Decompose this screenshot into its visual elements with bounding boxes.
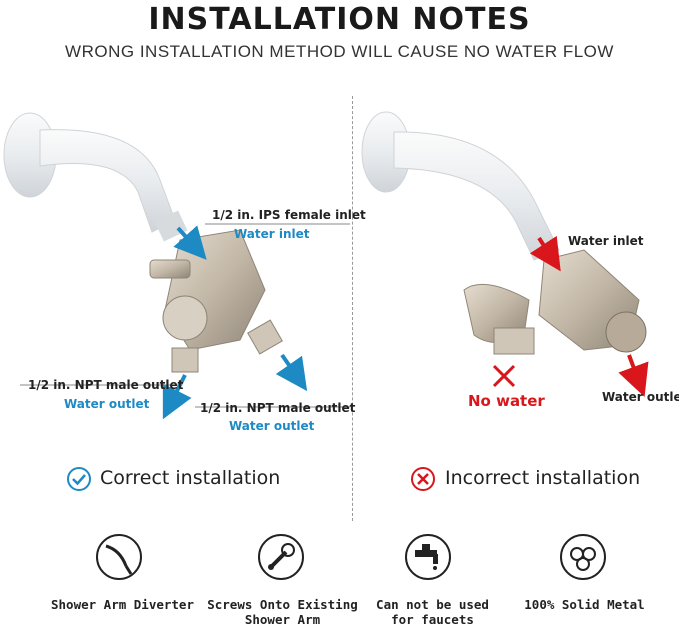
feature-label-diverter: Shower Arm Diverter — [51, 597, 194, 612]
page-subtitle: WRONG INSTALLATION METHOD WILL CAUSE NO … — [65, 42, 614, 61]
page-title: INSTALLATION NOTES — [148, 2, 531, 37]
faucet-icon — [405, 534, 451, 580]
incorrect-outlet-label: Water outlet — [602, 390, 679, 404]
wrench-icon — [258, 534, 304, 580]
incorrect-installation-illustration — [361, 111, 649, 398]
feature-label-screws: Screws Onto Existing Shower Arm — [207, 597, 358, 627]
x-circle-icon — [411, 467, 435, 491]
incorrect-inlet-label: Water inlet — [568, 234, 644, 248]
feature-label-faucets: Can not be used for faucets — [376, 597, 489, 627]
inlet-spec-label: 1/2 in. IPS female inlet — [212, 208, 366, 222]
left-outlet-water-label: Water outlet — [64, 397, 150, 411]
right-outlet-water-label: Water outlet — [229, 419, 315, 433]
inlet-water-label: Water inlet — [234, 227, 310, 241]
correct-status-text: Correct installation — [100, 467, 281, 489]
metal-bars-icon — [560, 534, 606, 580]
left-outlet-spec-label: 1/2 in. NPT male outlet — [28, 378, 184, 392]
no-water-label: No water — [468, 392, 545, 410]
incorrect-status-text: Incorrect installation — [445, 467, 641, 489]
check-circle-icon — [67, 467, 91, 491]
shower-arm-icon — [96, 534, 142, 580]
right-outlet-spec-label: 1/2 in. NPT male outlet — [200, 401, 356, 415]
correct-installation-illustration — [3, 112, 350, 420]
feature-label-metal: 100% Solid Metal — [524, 597, 645, 612]
panel-divider — [352, 96, 353, 521]
